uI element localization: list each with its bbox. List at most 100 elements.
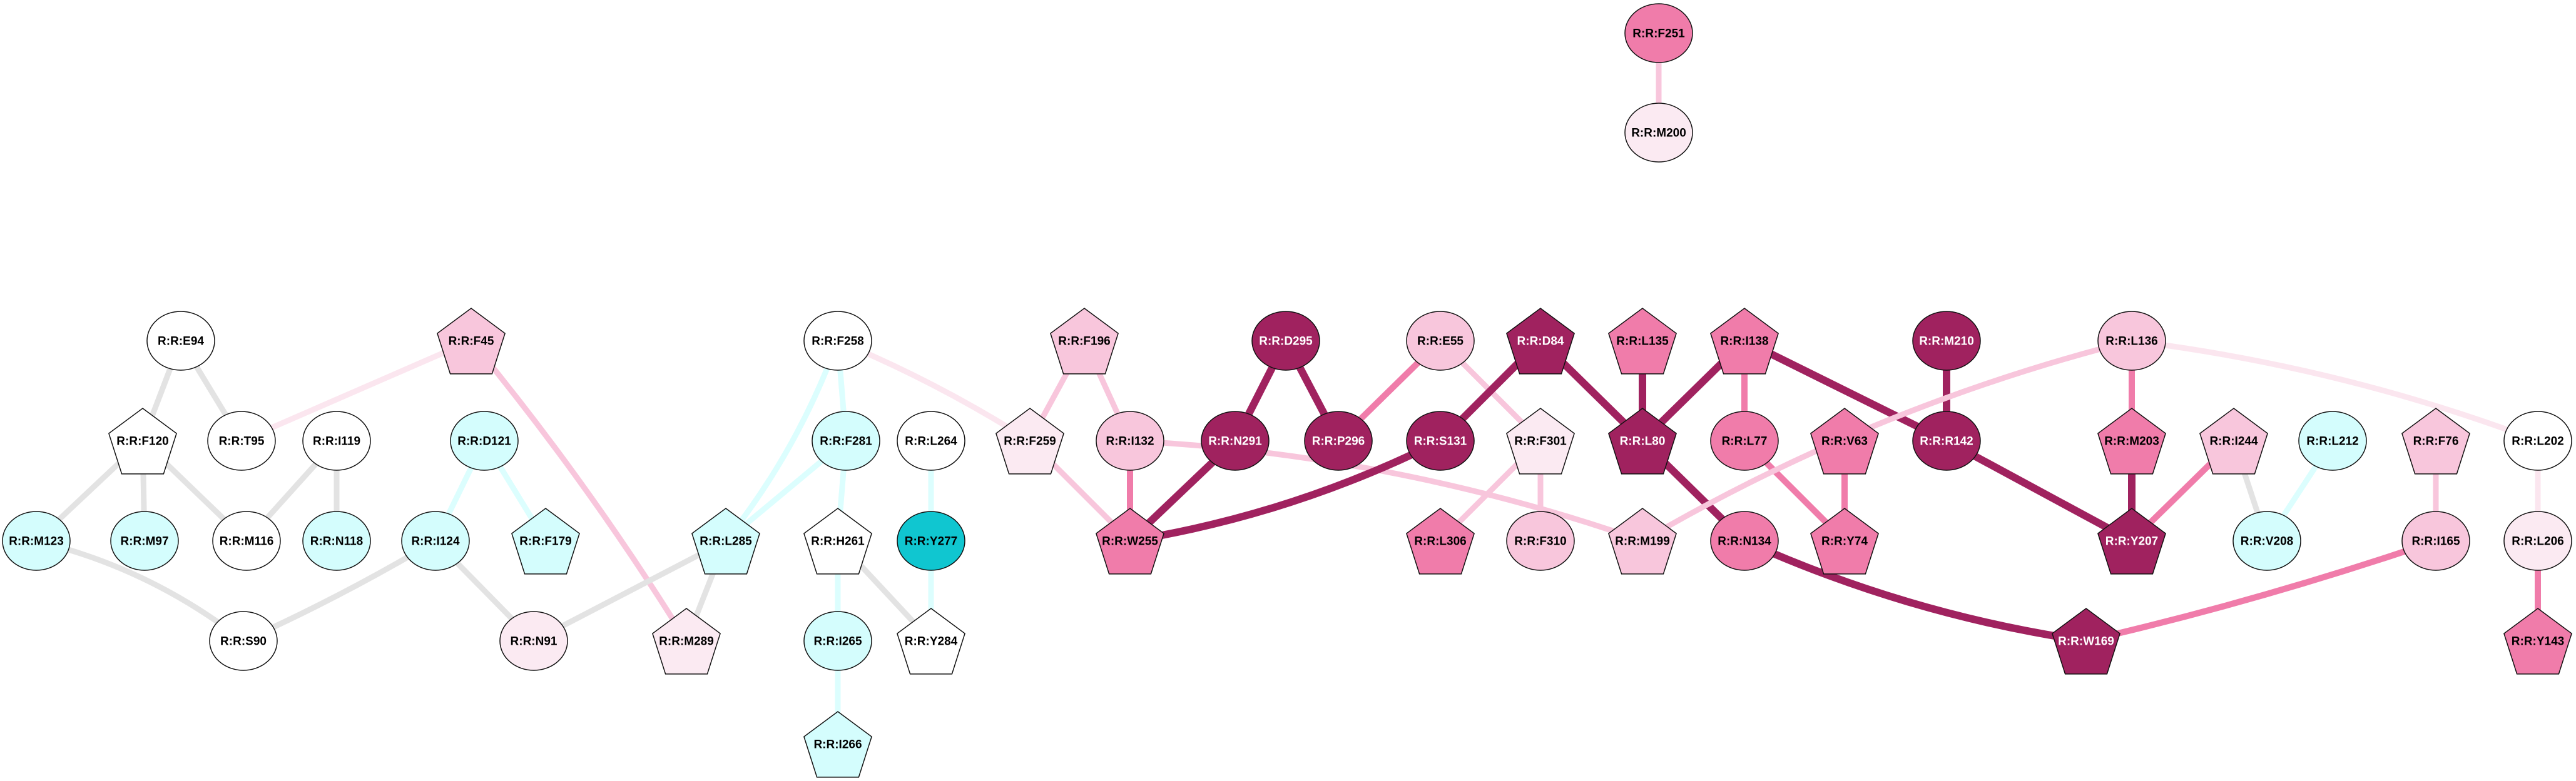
node-r-r-f196[interactable]: R:R:F196: [1050, 308, 1119, 375]
node-r-r-l136[interactable]: R:R:L136: [2097, 311, 2166, 371]
node-r-r-w255[interactable]: R:R:W255: [1096, 508, 1164, 575]
node-r-r-s131[interactable]: R:R:S131: [1406, 411, 1475, 471]
edge-r-r-l136-r-r-l202: [2131, 338, 2539, 444]
node-r-r-f76[interactable]: R:R:F76: [2401, 408, 2470, 475]
node-r-r-s90[interactable]: R:R:S90: [209, 611, 278, 671]
node-r-r-f179[interactable]: R:R:F179: [511, 508, 580, 575]
node-r-r-l264[interactable]: R:R:L264: [897, 411, 965, 471]
edge-r-r-f45-r-r-m289: [469, 339, 689, 643]
node-label: R:R:N91: [511, 635, 557, 648]
node-r-r-l306[interactable]: R:R:L306: [1406, 508, 1475, 575]
node-r-r-i266[interactable]: R:R:I266: [803, 711, 872, 778]
node-label: R:R:F301: [1514, 435, 1567, 448]
node-r-r-n291[interactable]: R:R:N291: [1201, 411, 1270, 471]
node-r-r-m203[interactable]: R:R:M203: [2097, 408, 2166, 475]
node-label: R:R:M200: [1631, 127, 1686, 140]
node-r-r-f259[interactable]: R:R:F259: [995, 408, 1064, 475]
node-r-r-w169[interactable]: R:R:W169: [2052, 608, 2120, 675]
node-label: R:R:W255: [1102, 535, 1158, 548]
circle-node-shape: [1624, 103, 1693, 163]
node-r-r-v208[interactable]: R:R:V208: [2232, 511, 2301, 571]
pentagon-node-shape: [437, 308, 506, 375]
node-r-r-m199[interactable]: R:R:M199: [1608, 508, 1677, 575]
node-r-r-f251[interactable]: R:R:F251: [1624, 3, 1693, 63]
node-r-r-y277[interactable]: R:R:Y277: [897, 511, 965, 571]
node-r-r-n118[interactable]: R:R:N118: [302, 511, 371, 571]
node-r-r-e94[interactable]: R:R:E94: [146, 311, 215, 371]
circle-node-shape: [1912, 411, 1981, 471]
node-r-r-i132[interactable]: R:R:I132: [1096, 411, 1164, 471]
node-r-r-e55[interactable]: R:R:E55: [1406, 311, 1475, 371]
node-label: R:R:M116: [220, 535, 274, 548]
node-r-r-r142[interactable]: R:R:R142: [1912, 411, 1981, 471]
node-label: R:R:S131: [1414, 435, 1467, 448]
circle-node-shape: [401, 511, 470, 571]
node-r-r-l206[interactable]: R:R:L206: [2503, 511, 2572, 571]
node-label: R:R:L77: [1722, 435, 1768, 448]
node-label: R:R:L202: [2512, 435, 2563, 448]
node-r-r-l135[interactable]: R:R:L135: [1608, 308, 1677, 375]
node-r-r-y207[interactable]: R:R:Y207: [2097, 508, 2166, 575]
pentagon-node-shape: [803, 508, 872, 575]
node-r-r-f120[interactable]: R:R:F120: [108, 408, 177, 475]
node-r-r-l285[interactable]: R:R:L285: [691, 508, 760, 575]
circle-node-shape: [2503, 411, 2572, 471]
node-r-r-f310[interactable]: R:R:F310: [1506, 511, 1575, 571]
node-r-r-l212[interactable]: R:R:L212: [2298, 411, 2367, 471]
node-r-r-m97[interactable]: R:R:M97: [110, 511, 179, 571]
edge-r-r-f45-r-r-t95: [240, 338, 472, 444]
node-r-r-m200[interactable]: R:R:M200: [1624, 103, 1693, 163]
node-r-r-m123[interactable]: R:R:M123: [2, 511, 71, 571]
node-r-r-m116[interactable]: R:R:M116: [212, 511, 281, 571]
node-r-r-l202[interactable]: R:R:L202: [2503, 411, 2572, 471]
node-r-r-f301[interactable]: R:R:F301: [1506, 408, 1575, 475]
node-r-r-m210[interactable]: R:R:M210: [1912, 311, 1981, 371]
node-r-r-l77[interactable]: R:R:L77: [1710, 411, 1779, 471]
node-r-r-f45[interactable]: R:R:F45: [437, 308, 506, 375]
node-label: R:R:F196: [1058, 335, 1110, 348]
node-r-r-f281[interactable]: R:R:F281: [812, 411, 880, 471]
node-r-r-m289[interactable]: R:R:M289: [652, 608, 721, 675]
circle-node-shape: [302, 411, 371, 471]
node-r-r-n91[interactable]: R:R:N91: [499, 611, 568, 671]
node-r-r-v63[interactable]: R:R:V63: [1810, 408, 1879, 475]
circle-node-shape: [2503, 511, 2572, 571]
node-label: R:R:D84: [1517, 335, 1564, 348]
circle-node-shape: [2, 511, 71, 571]
node-r-r-p296[interactable]: R:R:P296: [1304, 411, 1373, 471]
node-r-r-i244[interactable]: R:R:I244: [2199, 408, 2268, 475]
node-label: R:R:F258: [812, 335, 863, 348]
pentagon-node-shape: [2097, 508, 2166, 575]
node-r-r-y143[interactable]: R:R:Y143: [2503, 608, 2572, 675]
node-r-r-l80[interactable]: R:R:L80: [1608, 408, 1677, 475]
circle-node-shape: [146, 311, 215, 371]
edge-r-r-n134-r-r-w169: [1743, 537, 2087, 645]
node-r-r-f258[interactable]: R:R:F258: [803, 311, 872, 371]
node-r-r-t95[interactable]: R:R:T95: [207, 411, 276, 471]
node-label: R:R:V208: [2241, 535, 2293, 548]
node-r-r-h261[interactable]: R:R:H261: [803, 508, 872, 575]
node-r-r-n134[interactable]: R:R:N134: [1710, 511, 1779, 571]
node-r-r-i165[interactable]: R:R:I165: [2401, 511, 2470, 571]
node-label: R:R:L135: [1616, 335, 1669, 348]
circle-node-shape: [1406, 311, 1475, 371]
circle-node-shape: [1710, 411, 1779, 471]
node-r-r-d295[interactable]: R:R:D295: [1251, 311, 1320, 371]
node-r-r-y74[interactable]: R:R:Y74: [1810, 508, 1879, 575]
node-label: R:R:L80: [1620, 435, 1666, 448]
pentagon-node-shape: [1810, 408, 1879, 475]
circle-node-shape: [1624, 3, 1693, 63]
edge-r-r-l136-r-r-m199: [1641, 338, 2133, 543]
node-r-r-i138[interactable]: R:R:I138: [1710, 308, 1779, 375]
node-r-r-i124[interactable]: R:R:I124: [401, 511, 470, 571]
node-label: R:R:H261: [811, 535, 865, 548]
node-label: R:R:F310: [1514, 535, 1566, 548]
node-r-r-d121[interactable]: R:R:D121: [450, 411, 519, 471]
node-r-r-y284[interactable]: R:R:Y284: [897, 608, 965, 675]
circle-node-shape: [1506, 511, 1575, 571]
node-r-r-i119[interactable]: R:R:I119: [302, 411, 371, 471]
node-label: R:R:M289: [659, 635, 714, 648]
node-r-r-i265[interactable]: R:R:I265: [803, 611, 872, 671]
node-label: R:R:I124: [411, 535, 460, 548]
node-r-r-d84[interactable]: R:R:D84: [1506, 308, 1575, 375]
